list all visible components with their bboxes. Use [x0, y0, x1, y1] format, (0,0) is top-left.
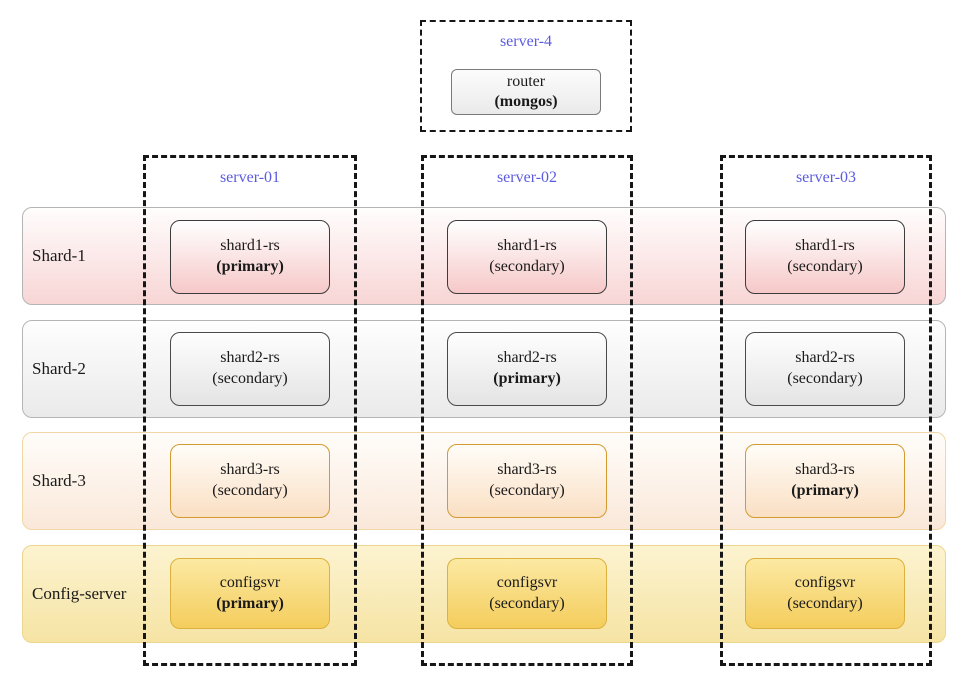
server-02-column: server-02 [421, 155, 633, 666]
node-shard1-rs-server-01: shard1-rs (primary) [170, 220, 330, 294]
shard-1-row-label: Shard-1 [32, 246, 86, 265]
server-4-label: server-4 [499, 33, 553, 50]
node-role: (primary) [493, 370, 561, 387]
node-name: configsvr [794, 573, 856, 591]
node-shard3-rs-server-02: shard3-rs (secondary) [447, 444, 607, 518]
node-name: router [506, 73, 546, 90]
node-shard2-rs-server-03: shard2-rs (secondary) [745, 332, 905, 406]
node-role: (primary) [216, 258, 284, 275]
node-shard2-rs-server-01: shard2-rs (secondary) [170, 332, 330, 406]
node-name: shard2-rs [220, 349, 280, 367]
node-name: shard1-rs [795, 237, 855, 255]
node-shard1-rs-server-02: shard1-rs (secondary) [447, 220, 607, 294]
node-role: (secondary) [489, 594, 565, 612]
node-name: shard2-rs [795, 349, 855, 367]
node-role: (primary) [216, 594, 284, 612]
node-shard3-rs-server-03: shard3-rs (primary) [745, 444, 905, 518]
config-server-row-label: Config-server [32, 584, 127, 603]
node-name: shard2-rs [497, 349, 557, 367]
router-mongos-node: router (mongos) [451, 69, 601, 115]
node-configsvr-server-02: configsvr (secondary) [447, 558, 607, 629]
node-role: (secondary) [212, 482, 288, 499]
node-name: shard3-rs [795, 461, 855, 479]
node-shard3-rs-server-01: shard3-rs (secondary) [170, 444, 330, 518]
node-name: configsvr [219, 573, 281, 591]
node-role: (secondary) [787, 370, 863, 387]
server-03-column: server-03 [720, 155, 932, 666]
node-role: (secondary) [489, 258, 565, 275]
node-name: shard3-rs [220, 461, 280, 479]
node-role: (secondary) [489, 482, 565, 499]
shard-2-row-label: Shard-2 [32, 359, 86, 378]
server-4-group: server-4 router (mongos) [420, 20, 632, 132]
node-configsvr-server-03: configsvr (secondary) [745, 558, 905, 629]
node-configsvr-server-01: configsvr (primary) [170, 558, 330, 629]
node-name: configsvr [496, 573, 558, 591]
shard-3-row-label: Shard-3 [32, 471, 86, 490]
node-role: (mongos) [494, 93, 558, 110]
server-02-label: server-02 [496, 169, 558, 186]
node-role: (secondary) [787, 594, 863, 612]
node-name: shard1-rs [497, 237, 557, 255]
node-role: (primary) [791, 482, 859, 499]
node-role: (secondary) [787, 258, 863, 275]
node-shard2-rs-server-02: shard2-rs (primary) [447, 332, 607, 406]
node-name: shard3-rs [497, 461, 557, 479]
node-role: (secondary) [212, 370, 288, 387]
server-03-label: server-03 [795, 169, 857, 186]
node-shard1-rs-server-03: shard1-rs (secondary) [745, 220, 905, 294]
server-01-label: server-01 [219, 169, 281, 186]
node-name: shard1-rs [220, 237, 280, 255]
server-01-column: server-01 [143, 155, 357, 666]
